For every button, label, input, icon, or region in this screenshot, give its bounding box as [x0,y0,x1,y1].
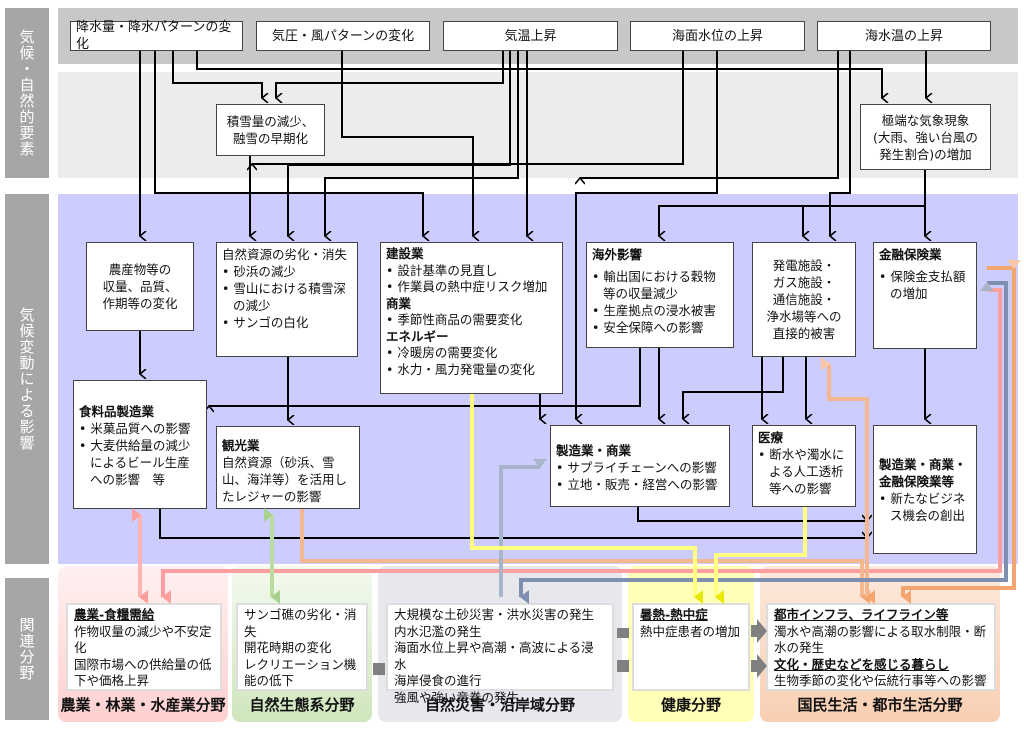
natural-resource-item: 砂浜の減少 [222,263,352,280]
snow-line-2: 融雪の早期化 [232,131,308,146]
side-label-impacts: 気候変動による影響 [5,194,49,564]
infra-line: 通信施設・ [772,292,836,307]
factor-precipitation: 降水量・降水パターンの変化 [70,20,243,52]
manufacturing-commerce-box: 製造業・商業 サプライチェーンへの影響 立地・販売・経営への影響 [550,425,730,507]
side-label-fields: 関連分野 [5,578,49,720]
overseas-impact-box: 海外影響 輸出国における穀物等の収量減少 生産拠点の浸水被害 安全保障への影響 [586,242,734,348]
field-title-ecosystem: 自然生態系分野 [249,696,355,714]
agriculture-line: 作物収量の減少や不安定化 [74,623,212,656]
construction-item: 作業員の熱中症リスク増加 [386,279,557,296]
extreme-line-1: 極端な気象現象 [881,112,970,128]
finance-title: 金融保険業 [879,247,942,262]
factor-pressure-wind: 気圧・風パターンの変化 [256,21,430,51]
living-heading-2: 文化・歴史などを感じる暮らし [774,656,950,672]
field-box-health: 暑熱-熱中症 熱中症患者の増加 [632,603,750,691]
ecosystem-line: 開花時期の変化 [244,640,332,655]
field-title-health: 健康分野 [660,696,721,714]
infra-line: 直接的被害 [772,326,836,341]
energy-item: 水力・風力発電量の変化 [386,362,557,379]
living-line: 濁水や高潮の影響による取水制限・断水の発生 [774,623,987,656]
field-box-agriculture: 農業-食糧需給 作物収量の減少や不安定化 国際市場への供給量の低下や価格上昇 [66,603,222,691]
food-item: 大麦供給量の減少によるビール生産への影響 等 [79,437,201,488]
agriculture-heading: 農業-食糧需給 [74,607,155,622]
medical-box: 医療 断水や濁水による人工透析等への影響 [752,425,856,507]
construction-commerce-energy-box: 建設業 設計基準の見直し 作業員の熱中症リスク増加 商業 季節性商品の需要変化 … [380,242,563,394]
factor-temperature: 気温上昇 [443,21,618,51]
new-business-title: 製造業・商業・金融保険業等 [879,457,967,489]
ecosystem-line: レクリエーション機能の低下 [244,656,357,689]
field-title-living: 国民生活・都市生活分野 [797,696,963,714]
health-heading: 暑熱-熱中症 [640,607,708,622]
infra-line: 浄水場等への [766,309,842,324]
food-manufacturing-box: 食料品製造業 米菓品質への影響 大麦供給量の減少によるビール生産への影響 等 [73,380,207,509]
tourism-box: 観光業 自然資源（砂浜、雪山、海洋等）を活用したレジャーの影響 [216,426,360,509]
finance-insurance-box: 金融保険業 保険金支払額の増加 [873,242,977,349]
agriculture-line: 国際市場への供給量の低下や価格上昇 [74,656,212,689]
commerce-item: 季節性商品の需要変化 [386,312,557,329]
disaster-line: 海岸侵食の進行 [394,673,482,688]
extreme-line-2: (大雨、強い台風の [873,129,978,145]
medical-title: 医療 [758,430,784,445]
disaster-line: 海面水位上昇や高潮・高波による浸水 [394,640,594,672]
snow-line-1: 積雪量の減少、 [226,114,315,129]
disaster-line: 内水氾濫の発生 [394,623,482,639]
side-label-natural: 気候・自然的要素 [5,8,49,178]
health-line: 熱中症患者の増加 [640,623,741,639]
construction-item: 設計基準の見直し [386,263,557,280]
agri-line-2: 収量、品質、 [102,279,178,294]
disaster-line: 強風や強い竜巻の発生 [394,689,520,705]
field-box-living: 都市インフラ、ライフライン等 濁水や高潮の影響による取水制限・断水の発生 文化・… [766,603,996,691]
ecosystem-line: サンゴ礁の劣化・消失 [244,607,357,639]
snow-decrease-box: 積雪量の減少、 融雪の早期化 [216,104,325,156]
manufacturing-title: 製造業・商業 [556,443,632,458]
overseas-item: 輸出国における穀物等の収量減少 [592,268,728,302]
agri-line-3: 作期等の変化 [102,296,178,311]
extreme-weather-box: 極端な気象現象 (大雨、強い台風の 発生割合)の増加 [860,104,991,170]
new-business-item: 新たなビジネス機会の創出 [879,490,971,524]
living-heading-1: 都市インフラ、ライフライン等 [774,607,949,622]
extreme-line-3: 発生割合)の増加 [879,146,972,162]
medical-item: 断水や濁水による人工透析等への影響 [758,446,850,497]
energy-item: 冷暖房の需要変化 [386,345,557,362]
natural-resource-box: 自然資源の劣化・消失 砂浜の減少 雪山における積雪深の減少 サンゴの白化 [216,242,358,357]
energy-title: エネルギー [386,328,449,344]
new-business-box: 製造業・商業・金融保険業等 新たなビジネス機会の創出 [873,425,977,554]
field-title-agriculture: 農業・林業・水産業分野 [60,696,226,714]
agri-line-1: 農産物等の [108,262,172,277]
agri-product-box: 農産物等の 収量、品質、 作期等の変化 [86,242,194,331]
infra-line: ガス施設・ [772,275,836,290]
finance-item: 保険金支払額の増加 [879,268,971,302]
infra-line: 発電施設・ [772,258,836,273]
manufacturing-item: 立地・販売・経営への影響 [556,476,724,493]
field-box-disaster: 大規模な土砂災害・洪水災害の発生 内水氾濫の発生 海面水位上昇や高潮・高波による… [386,603,614,705]
food-item: 米菓品質への影響 [79,420,201,437]
tourism-text: 自然資源（砂浜、雪山、海洋等）を活用したレジャーの影響 [222,455,348,504]
factor-sea-temperature: 海水温の上昇 [817,21,991,51]
overseas-item: 安全保障への影響 [592,319,728,336]
construction-title: 建設業 [386,246,424,261]
field-box-ecosystem: サンゴ礁の劣化・消失 開花時期の変化 レクリエーション機能の低下 [236,603,368,691]
food-title: 食料品製造業 [79,404,155,419]
natural-resource-item: サンゴの白化 [222,314,352,331]
tourism-title: 観光業 [222,438,260,453]
disaster-line: 大規模な土砂災害・洪水災害の発生 [394,607,595,622]
overseas-title: 海外影響 [592,247,643,262]
natural-resource-item: 雪山における積雪深の減少 [222,280,352,314]
overseas-item: 生産拠点の浸水被害 [592,302,728,319]
field-title-disaster: 自然災害・沿岸域分野 [424,696,575,714]
commerce-title: 商業 [386,295,412,311]
infrastructure-damage-box: 発電施設・ ガス施設・ 通信施設・ 浄水場等への 直接的被害 [752,242,856,357]
living-line: 生物季節の変化や伝統行事等への影響 [774,673,987,688]
natural-resource-title: 自然資源の劣化・消失 [222,247,348,262]
manufacturing-item: サプライチェーンへの影響 [556,459,724,476]
factor-sea-level: 海面水位の上昇 [630,21,805,51]
